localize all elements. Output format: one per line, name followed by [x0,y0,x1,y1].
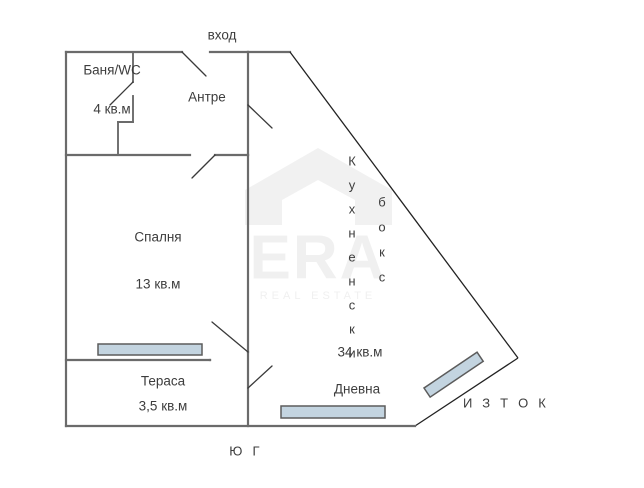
east-window [422,351,485,399]
room-area-bedroom: 13 кв.м [136,277,181,292]
room-label-terrace: Тераса [141,374,186,389]
doors [109,51,273,389]
compass-south-label: Ю Г [229,443,262,458]
entrance-label: вход [208,28,237,43]
bedroom-window [97,343,203,356]
door-bedroom [191,154,216,179]
kitchen-letter-a-0: К [348,153,356,168]
door-bedroom-living [211,321,249,353]
kitchen-letter-a-8: и [348,345,355,360]
door-entrance [181,51,207,77]
kitchen-letter-a-4: е [348,249,355,264]
wall-diagonal-northeast [289,51,519,359]
kitchen-letter-a-5: н [348,273,355,288]
door-terrace [247,365,273,389]
watermark-tagline: REAL ESTATE [260,290,377,302]
interior-walls [64,50,250,428]
labels: вход Баня/WC 4 кв.м Антре Спалня 13 кв.м… [83,28,549,459]
room-label-living: Дневна [334,382,381,397]
room-label-bedroom: Спалня [134,230,181,245]
room-area-terrace: 3,5 кв.м [139,399,188,414]
room-area-bath: 4 кв.м [93,102,130,117]
watermark-house-icon [245,148,392,225]
kitchen-letter-b-1: о [378,219,385,234]
kitchen-letter-a-6: с [349,297,356,312]
exterior-walls [64,50,519,428]
watermark-brand: ERA [250,223,387,292]
kitchen-letter-b-0: б [378,194,385,209]
living-window [280,405,386,419]
room-label-hall: Антре [188,90,226,105]
room-area-kitchen: 34 кв.м [338,345,383,360]
kitchen-letter-b-3: с [379,269,386,284]
kitchen-letter-a-7: к [349,321,355,336]
kitchen-letter-a-1: у [349,177,356,192]
kitchen-letter-a-2: х [349,201,356,216]
watermark: ERA REAL ESTATE [245,148,392,302]
kitchen-letter-a-3: н [348,225,355,240]
door-bathroom [109,81,134,106]
wall-diagonal-southeast [414,357,519,427]
compass-east-label: И З Т О К [463,395,549,410]
room-label-bath: Баня/WC [83,63,141,78]
windows [97,343,485,419]
door-hall-kitchen [247,104,273,129]
kitchen-letter-b-2: к [379,244,385,259]
